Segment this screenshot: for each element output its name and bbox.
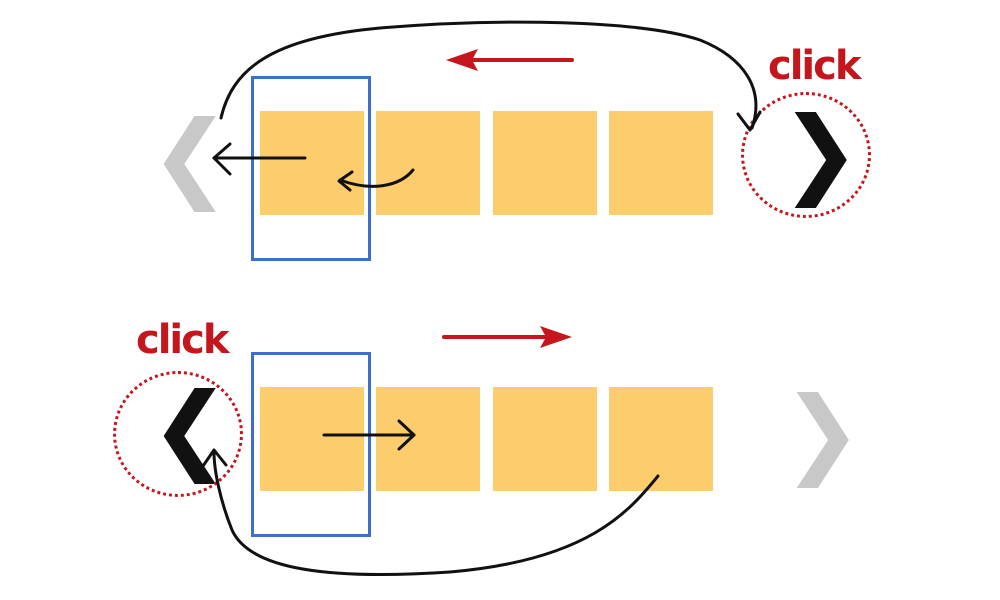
chevron-right-icon: ❯ [782, 376, 863, 488]
slide-2 [376, 387, 480, 491]
next-button[interactable]: ❯ [782, 384, 862, 480]
visible-window [251, 352, 371, 537]
click-label: click [136, 317, 229, 363]
slide-4 [609, 111, 713, 215]
slide-3 [493, 111, 597, 215]
chevron-left-icon: ❮ [150, 100, 231, 212]
click-highlight-ring [741, 92, 871, 218]
click-label: click [768, 43, 861, 89]
slide-direction-arrow [446, 49, 574, 71]
click-highlight-ring [113, 371, 243, 497]
prev-button[interactable]: ❮ [150, 108, 230, 204]
slide-2 [376, 111, 480, 215]
slide-direction-arrow [442, 326, 572, 348]
slide-4 [609, 387, 713, 491]
visible-window [251, 76, 371, 261]
slide-3 [493, 387, 597, 491]
